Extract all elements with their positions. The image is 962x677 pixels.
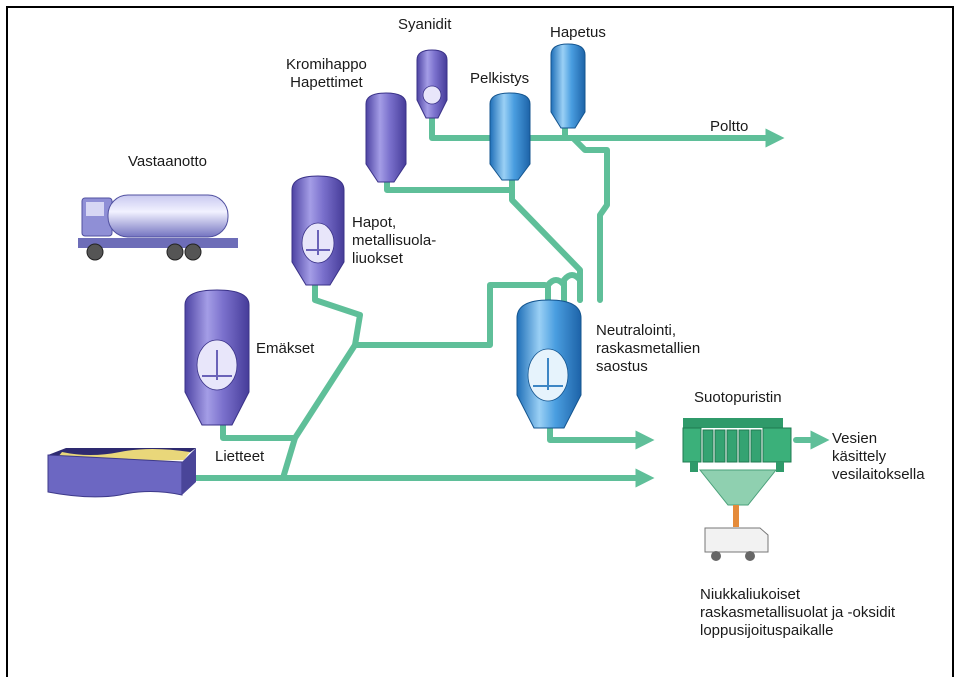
tank-emakset bbox=[184, 289, 250, 426]
truck-vastaanotto bbox=[78, 194, 238, 261]
label-suotopuristin: Suotopuristin bbox=[694, 389, 782, 406]
tank-neutralointi bbox=[516, 299, 582, 429]
label-kromihappo: Kromihappo Hapettimet bbox=[286, 56, 367, 91]
label-vesien: Vesien käsittely vesilaitoksella bbox=[832, 430, 925, 483]
pipe-neutralointi-out bbox=[547, 425, 655, 450]
tank-pelkistys bbox=[489, 92, 531, 181]
label-neutralointi: Neutralointi, raskasmetallien saostus bbox=[596, 322, 701, 375]
label-hapetus: Hapetus bbox=[550, 24, 606, 41]
pipe-main-diagonal bbox=[280, 342, 358, 481]
tank-syanidit bbox=[416, 49, 448, 119]
pipe-kromihappo bbox=[384, 177, 515, 193]
tank-hapetus bbox=[550, 43, 586, 129]
label-emakset: Emäkset bbox=[256, 340, 315, 357]
pipe-hapetus-down bbox=[570, 135, 610, 303]
tank-hapot bbox=[291, 175, 345, 286]
label-pelkistys: Pelkistys bbox=[470, 70, 530, 87]
label-syanidit: Syanidit bbox=[398, 16, 452, 33]
pipe-hapot bbox=[312, 282, 548, 348]
label-lietteet: Lietteet bbox=[215, 448, 265, 465]
label-hapot: Hapot, metallisuola- liuokset bbox=[352, 214, 437, 267]
pipe-emakset bbox=[220, 422, 298, 441]
diagram-frame bbox=[6, 6, 954, 677]
label-poltto: Poltto bbox=[710, 118, 749, 135]
label-vastaanotto: Vastaanotto bbox=[128, 153, 207, 170]
tank-kromihappo bbox=[365, 92, 407, 183]
filter-press bbox=[682, 418, 792, 561]
label-niukkaliukoiset: Niukkaliukoiset raskasmetallisuolat ja -… bbox=[700, 586, 896, 639]
sludge-basin bbox=[47, 448, 196, 498]
